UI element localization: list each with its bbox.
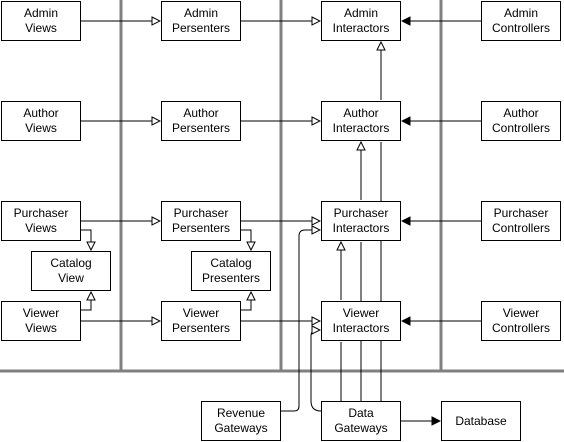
purchaser-controllers-box: Purchaser Controllers	[481, 201, 561, 241]
revenue-gateways-box: Revenue Gateways	[201, 401, 281, 441]
admin-interactors-box: Admin Interactors	[321, 1, 401, 41]
admin-controllers-box: Admin Controllers	[481, 1, 561, 41]
author-views-box: Author Views	[1, 101, 81, 141]
arrow-purchaser-views-to-catalog-view	[81, 229, 91, 250]
catalog-view-box: Catalog View	[31, 251, 111, 291]
arrow-purchaser-presenters-to-catalog-presenters	[241, 229, 251, 250]
purchaser-views-box: Purchaser Views	[1, 201, 81, 241]
arrow-data-gateways-to-viewer-interactors	[310, 330, 322, 412]
viewer-presenters-box: Viewer Persenters	[161, 301, 241, 341]
arrow-viewer-presenters-to-catalog-presenters	[241, 292, 251, 311]
arrow-revenue-gateways-to-purchaser-interactors	[281, 230, 320, 412]
purchaser-presenters-box: Purchaser Persenters	[161, 201, 241, 241]
viewer-controllers-box: Viewer Controllers	[481, 301, 561, 341]
author-presenters-box: Author Persenters	[161, 101, 241, 141]
admin-views-box: Admin Views	[1, 1, 81, 41]
viewer-views-box: Viewer Views	[1, 301, 81, 341]
author-controllers-box: Author Controllers	[481, 101, 561, 141]
arrow-viewer-views-to-catalog-view	[81, 292, 91, 311]
catalog-presenters-box: Catalog Presenters	[191, 251, 271, 291]
viewer-interactors-box: Viewer Interactors	[321, 301, 401, 341]
admin-presenters-box: Admin Persenters	[161, 1, 241, 41]
database-box: Database	[441, 401, 521, 441]
purchaser-interactors-box: Purchaser Interactors	[321, 201, 401, 241]
data-gateways-box: Data Gateways	[321, 401, 401, 441]
author-interactors-box: Author Interactors	[321, 101, 401, 141]
